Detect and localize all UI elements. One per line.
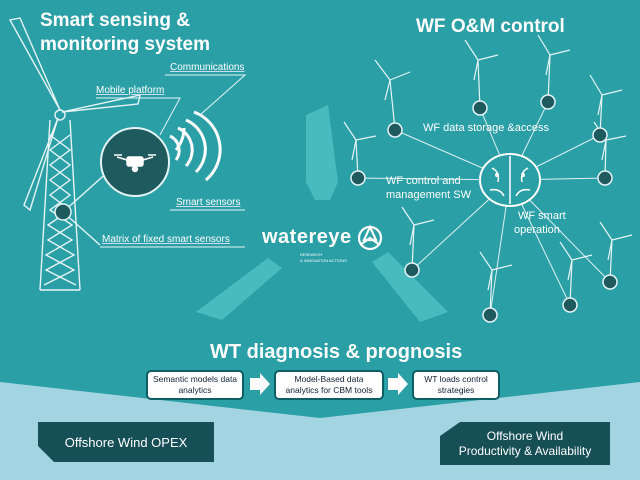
watereye-tagline-line2: & INNOVATION ACTIONS — [300, 258, 347, 263]
step-line1: Model-Based data — [294, 374, 364, 384]
communications-label: Communications — [170, 62, 245, 73]
turbine-node — [404, 262, 420, 278]
center-arms — [196, 105, 448, 322]
turbine — [537, 34, 571, 103]
step-line2: analytics — [178, 385, 212, 395]
diagnosis-title: WT diagnosis & prognosis — [210, 341, 463, 363]
matrix-sensors-label: Matrix of fixed smart sensors — [102, 234, 230, 245]
turbine-node — [592, 127, 608, 143]
opex-badge-label: Offshore Wind OPEX — [64, 434, 188, 450]
turbine — [374, 59, 411, 131]
turbine-node — [387, 122, 403, 138]
productivity-badge-line1: Offshore Wind — [486, 428, 564, 443]
productivity-badge-shape — [440, 422, 610, 465]
wf-nodes — [350, 94, 618, 323]
wind-turbine-icon — [8, 17, 141, 291]
turbine-node — [472, 100, 488, 116]
opex-badge-shape — [38, 422, 214, 462]
arm-top — [306, 105, 338, 200]
turbine-node — [597, 170, 613, 186]
step-line2: strategies — [437, 385, 475, 395]
smart-operation-label-line2: operation — [514, 224, 560, 236]
control-sw-label-line2: management SW — [386, 189, 471, 201]
drone-icon — [114, 154, 156, 173]
turbine-node — [482, 307, 498, 323]
sensing-title-line1: Smart sensing & — [40, 10, 190, 31]
arrow-right-icon — [250, 373, 408, 395]
signal-waves-icon — [169, 110, 222, 182]
productivity-badge: Offshore Wind Productivity & Availabilit… — [440, 422, 610, 465]
turbine-node — [602, 274, 618, 290]
fixed-sensor-node — [54, 203, 72, 221]
annotation-lines — [96, 74, 247, 248]
data-storage-label: WF data storage &access — [423, 122, 549, 134]
watereye-logo-icon — [357, 224, 383, 251]
mobile-platform-label: Mobile platform — [96, 85, 165, 96]
turbine-node — [540, 94, 556, 110]
step-line2: analytics for CBM tools — [285, 385, 373, 395]
productivity-badge-line2: Productivity & Availability — [458, 443, 592, 458]
turbine-node — [562, 297, 578, 313]
offshore-turbines — [343, 34, 633, 316]
sensing-title-line2: monitoring system — [40, 34, 210, 55]
smart-operation-label-line1: WF smart — [518, 210, 566, 222]
turbine-node — [350, 170, 366, 186]
control-sw-label-line1: WF control and — [386, 175, 461, 187]
watereye-tagline-line1: RESEARCH — [300, 252, 323, 257]
arm-left — [196, 258, 282, 320]
brain-icon — [479, 153, 541, 207]
step-line1: WT loads control — [424, 374, 488, 384]
opex-badge: Offshore Wind OPEX — [38, 422, 214, 462]
step-line1: Semantic models data — [152, 374, 238, 384]
control-title: WF O&M control — [416, 16, 565, 37]
turbine — [464, 39, 499, 109]
smart-sensors-label: Smart sensors — [176, 197, 241, 208]
arm-right — [372, 252, 448, 322]
watereye-logo-text: watereye — [262, 226, 352, 248]
